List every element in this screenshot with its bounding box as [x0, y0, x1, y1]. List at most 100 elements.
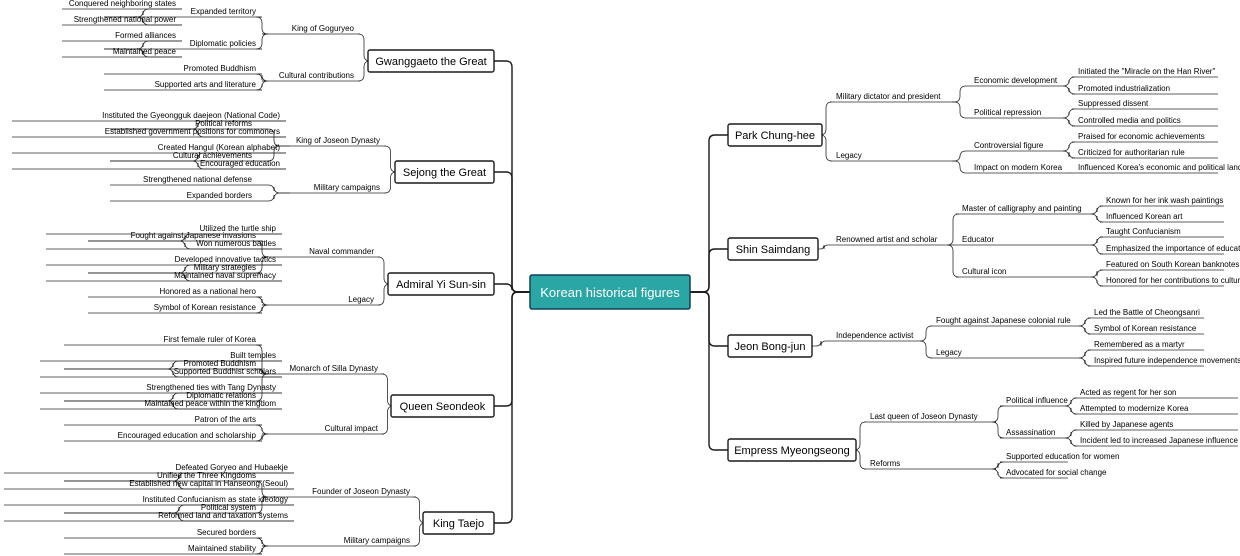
- main-topic-left-2[interactable]: Admiral Yi Sun-sin: [387, 272, 495, 296]
- node-level2: Assassination: [1006, 428, 1055, 437]
- main-topic-box[interactable]: [727, 334, 813, 358]
- connector-level2: [255, 545, 269, 555]
- connector-level2: [255, 33, 269, 50]
- main-topic-label: Sejong the Great: [403, 167, 486, 179]
- node-level1: Legacy: [348, 295, 374, 304]
- connector-level3: [1090, 269, 1104, 278]
- node-level2: Diplomatic policies: [190, 39, 256, 48]
- node-level3: Developed innovative tactics: [175, 255, 276, 264]
- connector-level1: [812, 340, 830, 347]
- connector-level2: [991, 468, 1005, 479]
- node-level3: Taught Confucianism: [1106, 227, 1181, 236]
- node-level1: King of Goguryeo: [292, 24, 355, 33]
- connector-level2: [952, 150, 968, 162]
- main-topic-left-1[interactable]: Sejong the Great: [394, 160, 495, 184]
- node-level3: Criticized for authoritarian rule: [1078, 148, 1185, 157]
- connector-level2: [255, 16, 269, 35]
- connector-level2: [952, 101, 968, 119]
- node-level2: Controversial figure: [974, 141, 1044, 150]
- node-level2: First female ruler of Korea: [164, 335, 257, 344]
- connector-level2: [952, 160, 968, 174]
- node-level3: Led the Battle of Cheongsanri: [1094, 308, 1200, 317]
- main-topic-right-1[interactable]: Shin Saimdang: [727, 237, 819, 261]
- node-level3: Acted as regent for her son: [1080, 388, 1177, 397]
- connector-level3: [1078, 317, 1092, 327]
- node-level3: Symbol of Korean resistance: [1094, 324, 1197, 333]
- node-level2: Expanded territory: [191, 7, 256, 16]
- node-level3: Honored for her contributions to culture…: [1106, 276, 1240, 285]
- node-level3: Incident led to increased Japanese influ…: [1080, 436, 1238, 445]
- main-topic-box[interactable]: [422, 511, 495, 535]
- node-level2: Unified the Three Kingdoms: [157, 471, 256, 480]
- node-level3: Utilized the turtle ship: [200, 224, 277, 233]
- node-level2: Advocated for social change: [1006, 468, 1107, 477]
- main-topic-left-3[interactable]: Queen Seondeok: [390, 394, 495, 418]
- node-level1: Legacy: [836, 151, 862, 160]
- node-level2: Promoted Buddhism: [184, 64, 257, 73]
- connector-level2: [255, 433, 269, 442]
- main-topic-box[interactable]: [727, 123, 823, 147]
- node-level3: Reformed land and taxation systems: [158, 511, 288, 520]
- main-topic-left-0[interactable]: Gwanggaeto the Great: [367, 49, 495, 73]
- connector-level2: [255, 537, 269, 547]
- node-level1: Independence activist: [836, 331, 914, 340]
- main-topic-box[interactable]: [367, 49, 495, 73]
- node-level3: Built temples: [230, 351, 276, 360]
- main-topic-left-4[interactable]: King Taejo: [422, 511, 495, 535]
- node-level3: Established government positions for com…: [105, 127, 280, 136]
- node-level2: Political system: [201, 503, 256, 512]
- main-topic-box[interactable]: [727, 438, 857, 462]
- node-level2: Economic development: [974, 76, 1058, 85]
- connector-level2: [255, 424, 269, 435]
- node-level1: Military campaigns: [314, 183, 380, 192]
- node-level3: Won numerous battles: [196, 239, 276, 248]
- central-topic-box[interactable]: [529, 274, 691, 310]
- main-topic-box[interactable]: [387, 272, 495, 296]
- main-topic-right-3[interactable]: Empress Myeongseong: [727, 438, 857, 462]
- node-level1: Military campaigns: [344, 536, 410, 545]
- connector-level2: [258, 128, 290, 147]
- node-level3: Suppressed dissent: [1078, 99, 1149, 108]
- connector-level1: [384, 171, 397, 194]
- connector-level3: [1064, 405, 1078, 415]
- connector-main: [690, 291, 728, 451]
- node-level2: Cultural achievements: [173, 151, 252, 160]
- connector-level2: [258, 145, 290, 162]
- connector-level3: [1062, 141, 1076, 152]
- node-level3: Formed alliances: [115, 31, 176, 40]
- node-level2: Political reforms: [195, 119, 252, 128]
- node-level3: Known for her ink wash paintings: [1106, 196, 1223, 205]
- main-topic-box[interactable]: [394, 160, 495, 184]
- node-level2: Fought against Japanese colonial rule: [936, 316, 1071, 325]
- connector-level2: [255, 304, 269, 314]
- connector-level2: [952, 85, 968, 103]
- main-topic-box[interactable]: [390, 394, 495, 418]
- connector-level3: [1078, 357, 1092, 367]
- node-level1: Naval commander: [309, 247, 374, 256]
- central-topic[interactable]: Korean historical figures: [529, 274, 691, 310]
- node-level1: Monarch of Silla Dynasty: [290, 364, 378, 373]
- main-topic-label: Admiral Yi Sun-sin: [396, 279, 486, 291]
- node-level3: Established new capital in Hanseong (Seo…: [129, 479, 288, 488]
- node-level3: Instituted the Gyeongguk daejeon (Nation…: [102, 111, 280, 120]
- main-topic-label: Empress Myeongseong: [734, 445, 850, 457]
- node-level3: Promoted industrialization: [1078, 84, 1170, 93]
- node-level3: Attempted to modernize Korea: [1080, 404, 1189, 413]
- connector-level2: [991, 405, 1005, 423]
- node-level3: Featured on South Korean banknotes: [1106, 260, 1239, 269]
- node-level1: Cultural contributions: [279, 71, 354, 80]
- node-level2: Military strategies: [194, 263, 256, 272]
- connector-level3: [1064, 429, 1078, 439]
- main-topic-right-2[interactable]: Jeon Bong-jun: [727, 334, 813, 358]
- node-level2: Symbol of Korean resistance: [154, 303, 257, 312]
- main-topic-right-0[interactable]: Park Chung-hee: [727, 123, 823, 147]
- node-level3: Instituted Confucianism as state ideolog…: [143, 495, 288, 504]
- node-level3: Emphasized the importance of education f…: [1106, 244, 1240, 253]
- main-topic-label: Park Chung-hee: [735, 130, 815, 142]
- main-topic-box[interactable]: [727, 237, 819, 261]
- node-level2: Cultural icon: [962, 267, 1006, 276]
- node-level1: Reforms: [870, 459, 900, 468]
